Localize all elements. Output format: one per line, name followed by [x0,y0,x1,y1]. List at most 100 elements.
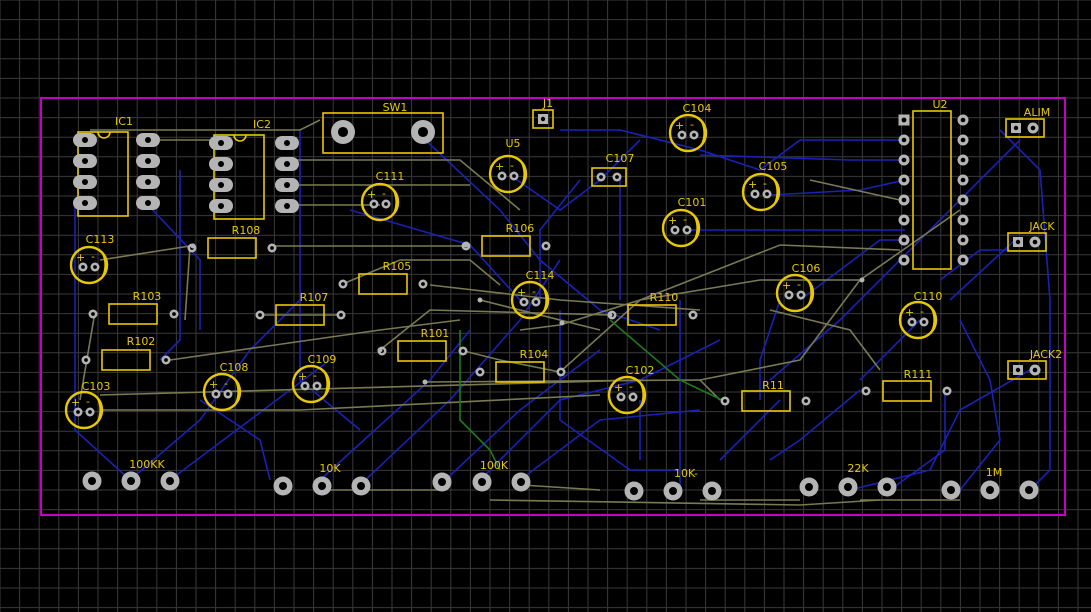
trace-bottom [169,359,331,481]
pad-hole [1030,125,1036,131]
pad-hole [226,392,230,396]
pad-hole [680,133,684,137]
u2-body [912,110,952,270]
pad-hole [258,313,262,317]
label-ic1: IC1 [115,115,133,128]
label-pot-1m: 1M [986,466,1003,479]
c104-minus: - [690,118,694,131]
labels: IC1 IC2 SW1 J1 U5 U2 C104 C105 C107 C101… [82,97,1062,480]
c110-plus: + [905,306,914,319]
pad-hole [478,478,486,486]
jack2-body [1007,360,1047,380]
pad-hole [91,312,95,316]
pad-hole [708,487,716,495]
pad-hole [214,392,218,396]
pad-hole [1025,486,1033,494]
label-c102: C102 [626,364,655,377]
pad-hole [960,197,966,203]
label-u5: U5 [505,137,520,150]
trace-top [184,245,191,321]
pad-hole [753,192,757,196]
pad-hole [559,370,563,374]
trace-top [99,245,191,261]
pad-hole [1032,239,1038,245]
label-c108: C108 [220,361,249,374]
pad-hole [960,137,966,143]
r101-body [397,340,447,362]
pad-hole [691,313,695,317]
c113-minus: - [91,250,95,263]
silkscreen: +-+-+-+-+-+-+-+-+-+-+-+-+- [64,109,1047,430]
ic1-body [77,131,129,217]
pad-hole [864,389,868,393]
via [559,320,565,326]
pad-hole [901,137,907,143]
pad-hole [1032,367,1038,373]
c109-minus: - [313,369,317,382]
label-alim: ALIM [1024,106,1050,119]
pad-hole [218,203,224,209]
trace-top [559,279,860,373]
c103-plus: + [71,396,80,409]
pad-hole [315,384,319,388]
label-jack: JACK [1028,220,1055,233]
r105-body [358,273,408,295]
label-c101: C101 [678,196,707,209]
pad-hole [145,179,151,185]
trace-bottom [129,299,301,481]
label-ic2: IC2 [253,118,271,131]
trace-bottom [199,399,271,481]
r104-body [495,361,545,383]
label-r108: R108 [232,224,261,237]
label-c113: C113 [86,233,115,246]
pad-hole [540,116,546,122]
pad-hole [341,282,345,286]
alim-body [1005,118,1045,138]
trace-top [169,319,461,361]
pad-hole [922,320,926,324]
ic2-notch [233,134,247,142]
label-c111: C111 [376,170,405,183]
pad-hole [986,486,994,494]
pad-hole [960,237,966,243]
pad-hole [145,200,151,206]
pad-hole [544,244,548,248]
pad-hole [84,358,88,362]
via [377,347,383,353]
pad-hole [630,487,638,495]
c105-minus: - [763,177,767,190]
label-pot-10k-minus: 10K- [674,467,698,480]
pad-hole [357,482,365,490]
pad-hole [339,313,343,317]
jack-body [1007,232,1047,252]
label-c103: C103 [82,380,111,393]
trace-bottom [699,154,905,161]
pad-hole [82,137,88,143]
pad-hole [82,200,88,206]
label-c114: C114 [526,269,555,282]
trace-top [99,379,641,396]
pad-hole [799,293,803,297]
trace-top [290,159,521,211]
pad-hole [615,175,619,179]
c108-band [232,377,241,407]
pad-hole [1015,239,1021,245]
trace-top [90,119,321,131]
trace-top [699,279,861,381]
label-j1: J1 [542,97,553,110]
r106-body [481,235,531,257]
pad-hole [284,140,290,146]
pad-hole [500,174,504,178]
pad-hole [461,349,465,353]
board-outline [40,97,1066,516]
pad-hole [76,410,80,414]
via [477,297,483,303]
c101-plus: + [668,214,677,227]
ic1-notch [97,131,111,139]
label-r101: R101 [421,327,450,340]
pad-hole [901,177,907,183]
trace-green [609,319,723,401]
c107-body [591,167,627,187]
pad-hole [669,487,677,495]
c111-plus: + [367,188,376,201]
